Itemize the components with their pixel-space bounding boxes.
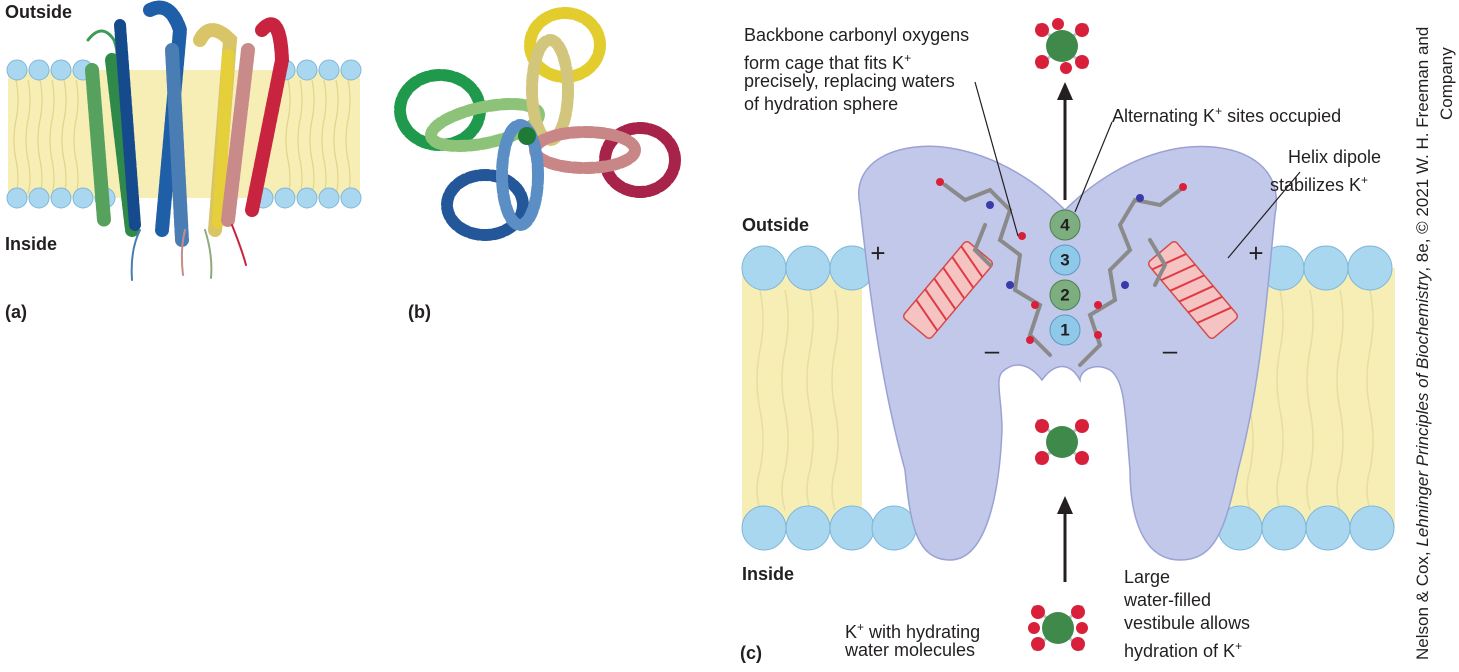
inside-label-a: Inside <box>5 234 58 254</box>
k-site-2-label: 2 <box>1060 286 1069 305</box>
panel-b-letter: (b) <box>408 302 431 322</box>
hydrated-ion-top <box>1035 18 1089 74</box>
callout-alternating-text: Alternating K <box>1112 106 1216 126</box>
callout-backbone-line2: form cage that fits K+ <box>744 47 911 75</box>
nitrogen-atoms <box>986 194 1144 289</box>
helix-right <box>1147 241 1239 339</box>
outside-label-a: Outside <box>5 2 73 22</box>
plus-right: + <box>1248 238 1263 268</box>
credit-title: Lehninger Principles of Biochemistry <box>1413 271 1432 547</box>
channel-protein <box>857 145 1278 561</box>
credit-suffix: , 8e, © 2021 W. H. Freeman and <box>1413 26 1432 272</box>
callout-hydrating-line2: water molecules <box>845 640 976 660</box>
hydrated-ion-vestibule <box>1035 418 1089 466</box>
plus-left: + <box>870 238 885 268</box>
callout-backbone-line1: Backbone carbonyl oxygens <box>744 25 970 45</box>
arrow-up-top <box>1057 82 1073 200</box>
k-site-4-label: 4 <box>1060 216 1070 235</box>
membrane-band-left <box>742 268 862 528</box>
callout-vestibule-line4: hydration of K+ <box>1124 635 1242 663</box>
callout-vestibule-line4-text: hydration of K <box>1124 641 1236 661</box>
minus-right: – <box>1163 335 1178 365</box>
callout-helix-line1: Helix dipole <box>1288 147 1382 167</box>
lipid-heads-top-a <box>6 59 362 81</box>
k-site-1-label: 1 <box>1060 321 1069 340</box>
helix-left <box>902 241 994 339</box>
outside-label-c: Outside <box>742 215 810 235</box>
hydrated-ion-bottom <box>1028 604 1088 652</box>
callout-vestibule-sup: + <box>1235 639 1243 653</box>
panel-b-diagram <box>394 7 681 241</box>
callout-vestibule-line1: Large <box>1124 567 1171 587</box>
callout-alternating-tail: sites occupied <box>1222 106 1342 126</box>
credit-line1: Nelson & Cox, Lehninger Principles of Bi… <box>1412 20 1433 660</box>
lipid-heads-bottom-c <box>741 505 1395 551</box>
backbone-right <box>1078 188 1182 367</box>
backbone-left <box>943 183 1052 357</box>
top-view-helices <box>394 7 681 241</box>
k-site-3 <box>1049 244 1081 276</box>
callout-backbone-sup: + <box>904 51 912 65</box>
protein-ribbons-a <box>85 0 290 281</box>
leader-lines <box>974 81 1301 259</box>
credit-line2: Company <box>1437 47 1456 120</box>
k-site-2 <box>1049 279 1081 311</box>
minus-left: – <box>985 335 1000 365</box>
lipid-heads-top-c <box>741 245 1393 291</box>
k-site-1 <box>1049 314 1081 346</box>
callout-hydrating-sup: + <box>857 620 865 634</box>
callout-helix-line2-text: stabilizes K <box>1270 175 1362 195</box>
k-ion-top-view <box>518 127 536 145</box>
callout-vestibule-line3: vestibule allows <box>1124 613 1251 633</box>
callout-hydrating-k: K <box>845 622 858 642</box>
callout-alternating-sup: + <box>1215 104 1223 118</box>
oxygen-atoms <box>936 178 1187 344</box>
credit-prefix: Nelson & Cox, <box>1413 546 1432 660</box>
lipid-tails-a <box>13 79 351 195</box>
callout-backbone-line3: precisely, replacing waters <box>744 71 955 91</box>
callout-helix-sup: + <box>1361 173 1369 187</box>
callout-vestibule-line2: water-filled <box>1124 590 1212 610</box>
callout-backbone-line2-text: form cage that fits K <box>744 53 905 73</box>
callout-hydrating-line1: K+ with hydrating <box>845 616 980 644</box>
panel-a-diagram <box>6 0 362 281</box>
panel-c-letter: (c) <box>740 643 762 663</box>
callout-hydrating-tail: with hydrating <box>864 622 981 642</box>
callout-helix-line2: stabilizes K+ <box>1270 169 1368 197</box>
callout-alternating: Alternating K+ sites occupied <box>1112 100 1341 128</box>
callout-backbone-line4: of hydration sphere <box>744 94 899 114</box>
k-site-4 <box>1049 209 1081 241</box>
panel-a-letter: (a) <box>5 302 27 322</box>
arrow-up-bottom <box>1057 496 1073 582</box>
inside-label-c: Inside <box>742 564 795 584</box>
k-site-3-label: 3 <box>1060 251 1069 270</box>
